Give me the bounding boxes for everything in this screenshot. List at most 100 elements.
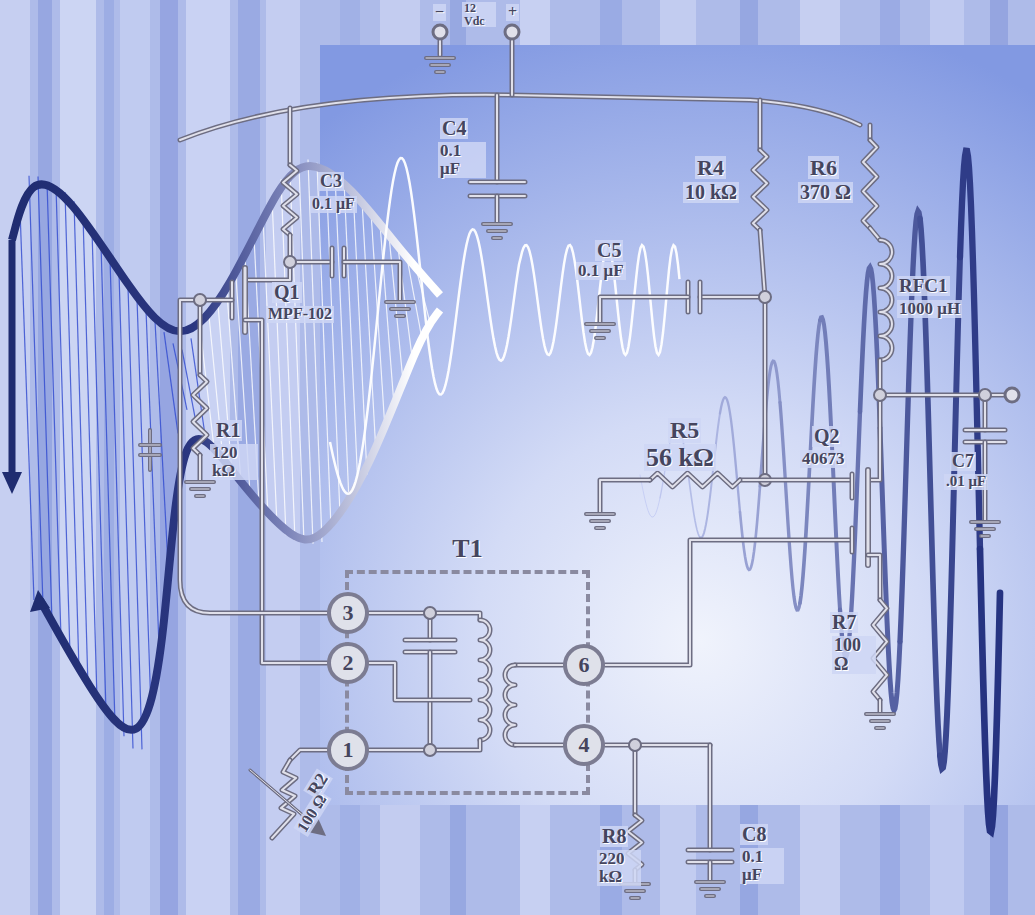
terminal	[1005, 388, 1019, 402]
component-label: C7	[950, 452, 976, 471]
circuit-wire	[191, 489, 209, 490]
circuit-wire	[631, 896, 639, 900]
component-label: 12 Vdc	[462, 2, 496, 27]
circuit-wire	[878, 700, 883, 712]
circuit-wire	[369, 663, 470, 700]
junction-dot	[874, 389, 886, 401]
circuit-wire	[868, 555, 880, 600]
circuit-wire	[515, 663, 563, 668]
circuit-wire	[496, 196, 498, 222]
circuit-wire	[600, 297, 688, 322]
wave-hatching	[110, 258, 124, 736]
circuit-wire	[515, 743, 563, 748]
background-panel	[320, 45, 1035, 805]
circuit-wire	[863, 140, 877, 228]
circuit-wire	[386, 300, 414, 304]
component-label: R6	[808, 156, 839, 179]
wave-hatching	[155, 321, 169, 583]
wave-hatching	[335, 175, 349, 502]
circuit-wire	[699, 282, 701, 312]
circuit-wire	[708, 862, 713, 880]
circuit-wire	[148, 430, 152, 470]
junction-dot	[424, 744, 436, 756]
circuit-wire	[391, 309, 409, 310]
wave-hatching	[65, 192, 79, 670]
circuit-wire	[290, 750, 327, 760]
arrow-head	[30, 590, 50, 612]
circuit-wire	[868, 360, 880, 480]
circuit-wire	[976, 529, 994, 530]
circuit-wire	[700, 295, 765, 300]
circuit-wire	[708, 745, 713, 850]
circuit-wire	[505, 665, 515, 745]
circuit-wire	[245, 262, 290, 280]
circuit-wire	[488, 229, 506, 233]
circuit-wire	[596, 336, 604, 340]
wave-line	[860, 267, 880, 428]
circuit-wire	[867, 470, 870, 565]
circuit-wire	[470, 180, 525, 185]
circuit-wire	[193, 375, 207, 455]
circuit-wire	[851, 528, 853, 552]
circuit-wire	[438, 39, 443, 55]
circuit-wire	[439, 39, 441, 55]
arrow-head	[2, 472, 22, 494]
circuit-wire	[600, 480, 650, 512]
component-label: C8	[740, 824, 768, 845]
circuit-wire	[493, 238, 501, 239]
wave-packet	[330, 158, 680, 494]
circuit-wire	[698, 282, 703, 312]
component-label: 40673	[800, 450, 847, 468]
circuit-wire	[596, 528, 604, 529]
circuit-wire	[879, 700, 881, 712]
circuit-wire	[510, 39, 515, 95]
circuit-wire	[495, 196, 500, 222]
node-text: 2	[343, 650, 354, 676]
circuit-wire	[191, 487, 209, 491]
wave-hatching	[326, 169, 340, 515]
circuit-wire	[696, 882, 724, 883]
component-label: 100 Ω	[832, 636, 876, 674]
wave-hatching	[128, 287, 142, 750]
component-label: MPF-102	[266, 306, 334, 323]
circuit-wire	[688, 848, 732, 853]
wave-hatching	[290, 173, 304, 543]
wave-hatching	[47, 182, 61, 638]
junction-dot	[759, 291, 771, 303]
circuit-wire	[753, 150, 767, 230]
junction-dot	[424, 607, 436, 619]
circuit-wire	[605, 540, 850, 665]
circuit-wire	[586, 324, 614, 325]
circuit-wire	[740, 478, 850, 483]
circuit-wire	[863, 140, 877, 228]
circuit-wire	[426, 56, 454, 60]
circuit-wire	[396, 316, 404, 317]
circuit-wire	[488, 231, 506, 232]
circuit-wire	[688, 849, 732, 851]
circuit-wire	[289, 108, 291, 165]
component-label: R1	[214, 420, 242, 441]
circuit-wire	[650, 473, 740, 487]
circuit-wire	[140, 455, 160, 456]
component-label: C4	[440, 118, 468, 139]
circuit-wire	[981, 534, 989, 538]
wave-line	[920, 218, 940, 755]
circuit-wire	[758, 100, 763, 150]
circuit-wire	[493, 236, 501, 240]
circuit-wire	[605, 540, 850, 665]
circuit-wire	[180, 300, 327, 613]
circuit-wire	[196, 496, 204, 497]
circuit-wire	[431, 65, 449, 66]
wave-line	[940, 257, 960, 768]
node-text: 3	[343, 600, 354, 626]
circuit-wire	[515, 664, 563, 666]
circuit-wire	[369, 663, 470, 700]
component-label: RFC1	[897, 276, 950, 296]
wave-envelope	[9, 240, 16, 480]
wave-hatching	[164, 332, 178, 433]
wave-line	[720, 397, 740, 512]
circuit-wire	[198, 455, 203, 480]
circuit-wire	[706, 894, 714, 898]
